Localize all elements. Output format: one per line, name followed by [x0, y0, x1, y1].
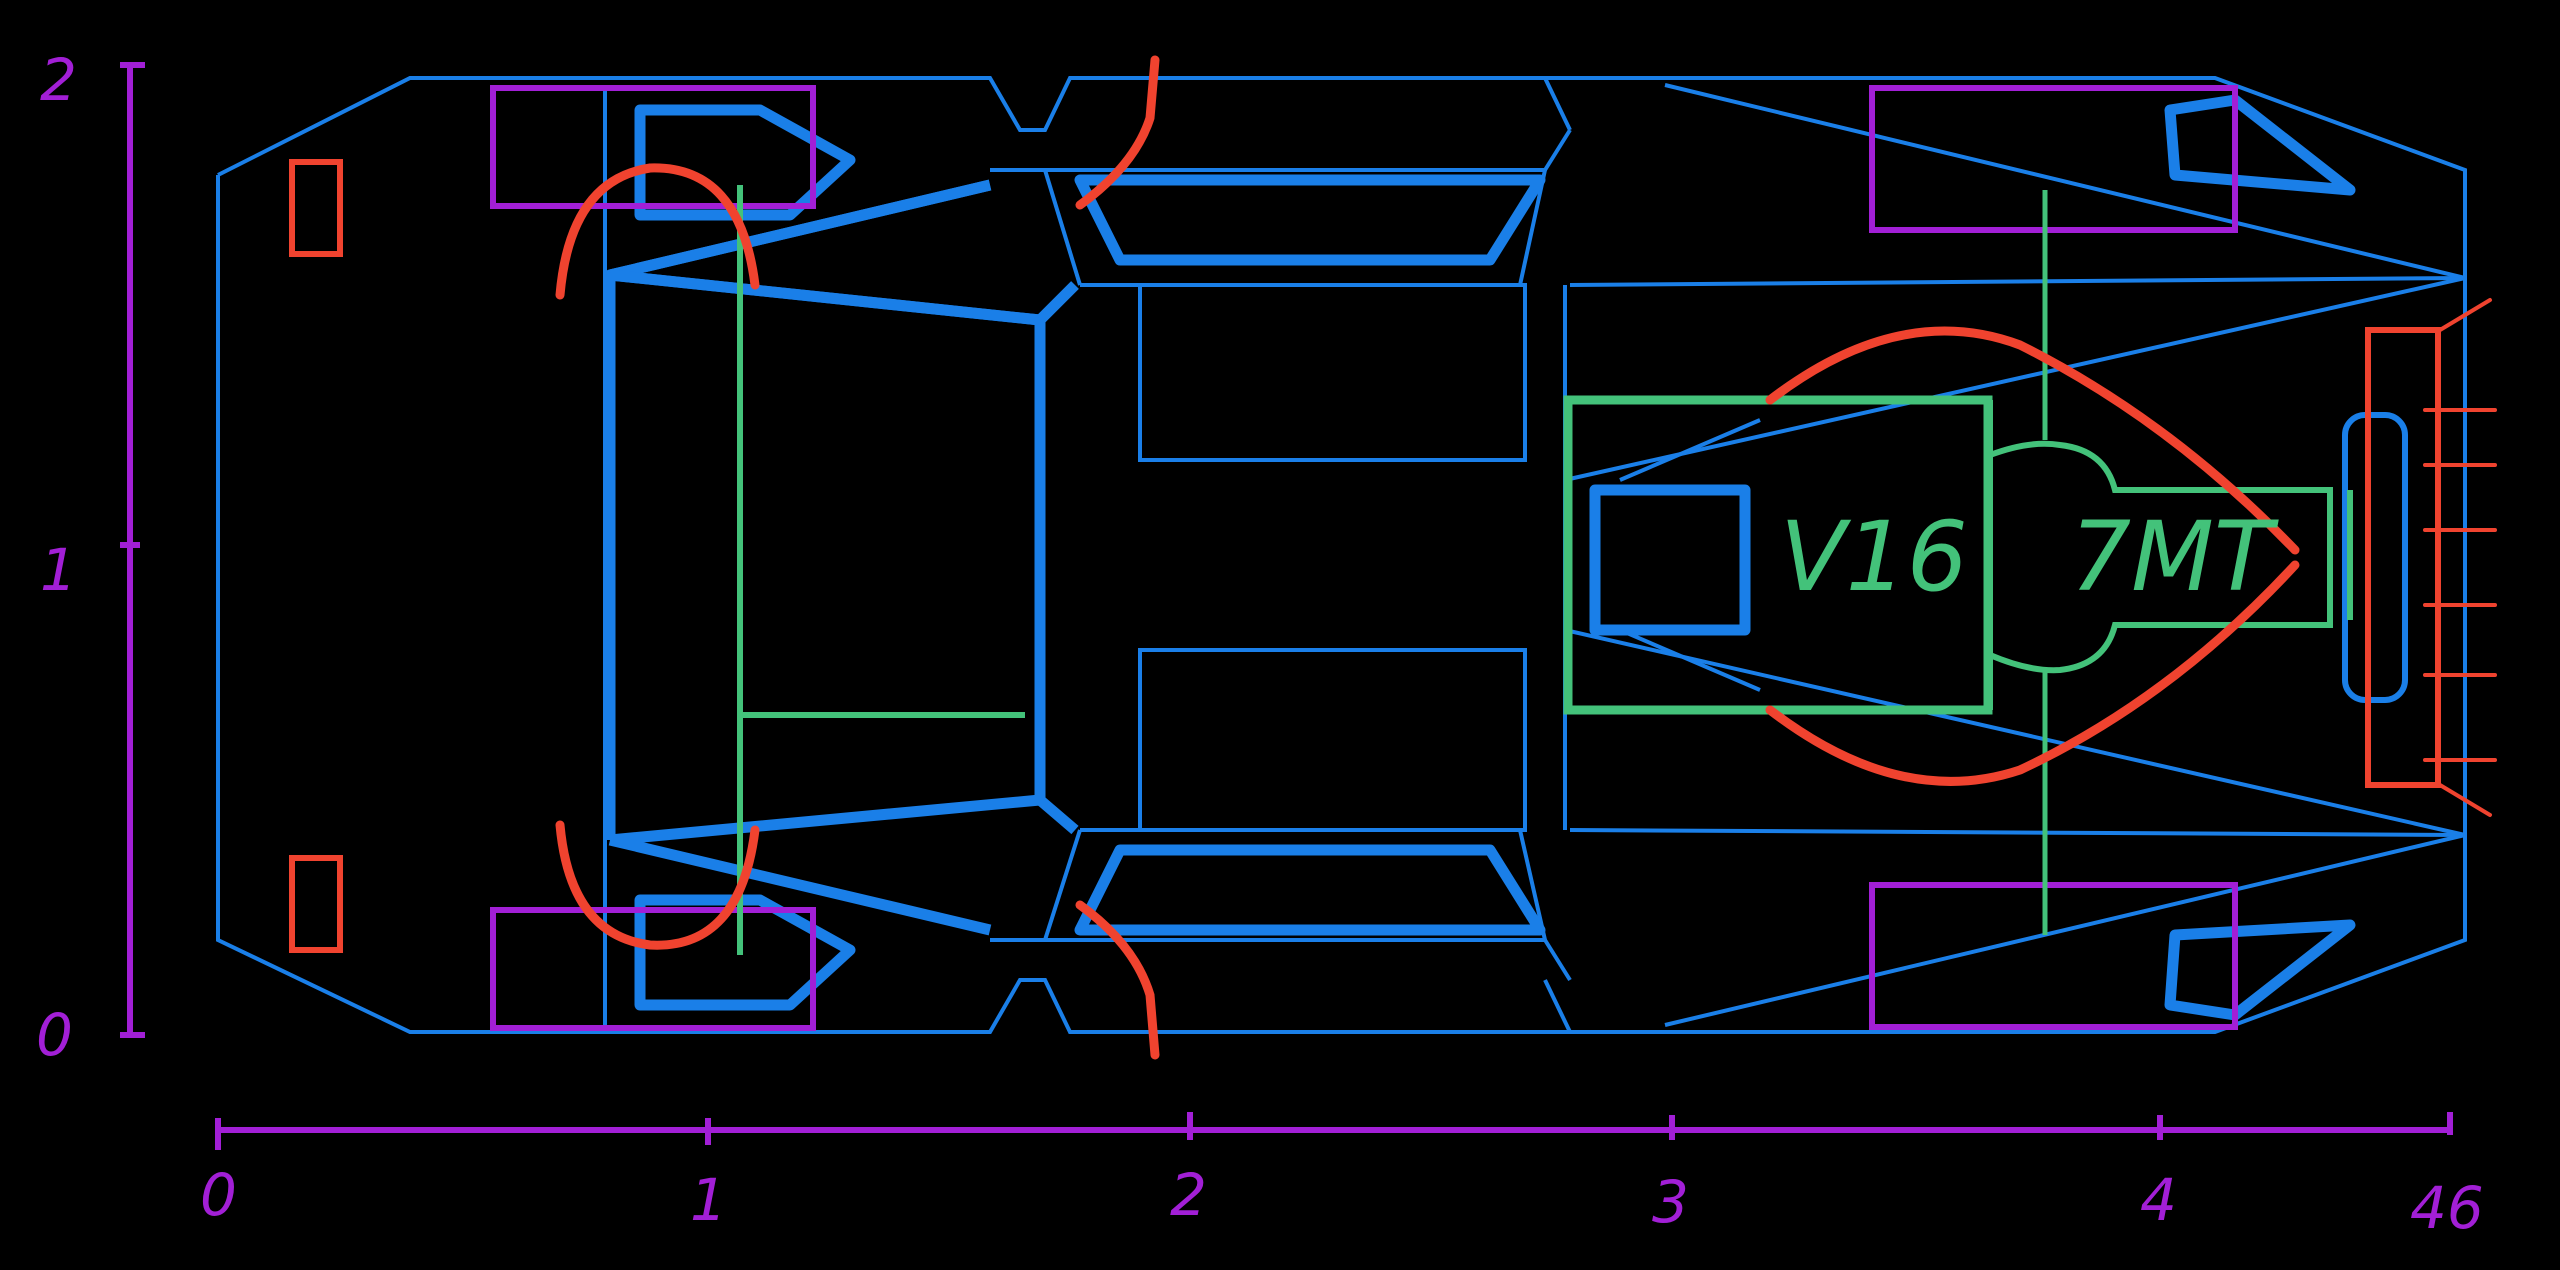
x-label-46: 46 — [2410, 1174, 2484, 1242]
x-label-2: 2 — [1170, 1161, 1207, 1229]
x-label-3: 3 — [1652, 1168, 1689, 1236]
x-label-4: 4 — [2140, 1166, 2177, 1234]
x-label-1: 1 — [690, 1166, 727, 1234]
y-label-1: 1 — [40, 536, 77, 604]
x-label-0: 0 — [200, 1161, 237, 1229]
y-label-0: 0 — [36, 1001, 73, 1069]
frame-bold — [604, 94, 2408, 1021]
drivetrain — [737, 185, 2353, 955]
axes — [120, 62, 2453, 1150]
y-axis-labels: 2 1 0 — [36, 46, 77, 1069]
transmission-label: 7MT — [2070, 501, 2279, 613]
y-label-2: 2 — [40, 46, 77, 114]
red-accents — [289, 55, 2497, 1060]
wheels — [490, 85, 2238, 1031]
x-axis-labels: 0 1 2 3 4 46 — [200, 1161, 2484, 1242]
engine-label: V16 — [1780, 501, 1968, 613]
